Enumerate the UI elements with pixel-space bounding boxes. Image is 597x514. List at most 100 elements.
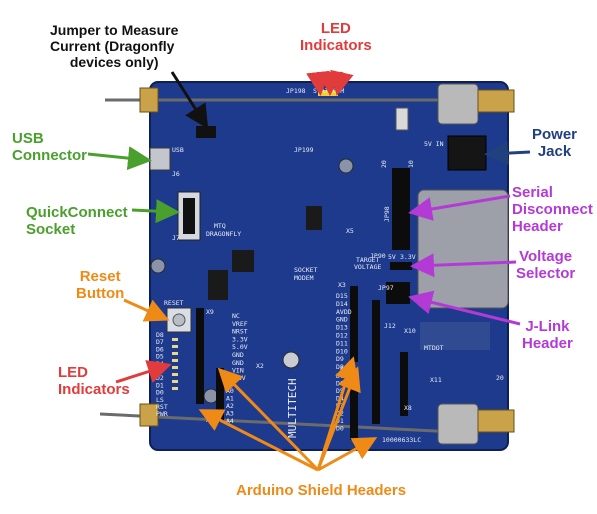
arrow-led-left bbox=[115, 360, 172, 384]
header-j12[interactable] bbox=[372, 300, 380, 424]
arrow-power bbox=[484, 141, 531, 166]
mtdot-module bbox=[417, 189, 509, 309]
silk-jp199: JP199 bbox=[294, 146, 314, 154]
silk-dragonfly: DRAGONFLY bbox=[206, 230, 241, 238]
pin-label: A3 bbox=[226, 410, 234, 418]
usb-connector[interactable] bbox=[149, 147, 171, 171]
silk-brand: MULTITECH bbox=[286, 378, 299, 438]
callout-serial-line: Header bbox=[512, 218, 563, 235]
silk-target: TARGET bbox=[356, 256, 380, 264]
pin-label: D3 bbox=[336, 402, 344, 410]
pin-label: D9 bbox=[336, 355, 344, 363]
pin-label: D1 bbox=[156, 381, 164, 389]
antenna-cable-top bbox=[105, 83, 515, 125]
pin-label: D13 bbox=[336, 324, 348, 332]
callout-serial-line: Serial bbox=[512, 184, 553, 201]
silk-x8: X8 bbox=[404, 404, 412, 412]
pin-label: LS bbox=[156, 396, 164, 404]
callout-quickconnect: QuickConnect Socket bbox=[26, 204, 128, 238]
silk-modem: MODEM bbox=[294, 274, 314, 282]
header-x11[interactable] bbox=[400, 352, 408, 416]
voltage-selector[interactable] bbox=[390, 262, 412, 270]
silk-j12: J12 bbox=[384, 322, 396, 330]
silk-20: 20 bbox=[380, 160, 388, 168]
callout-power-line: Jack bbox=[537, 143, 572, 160]
pin-label: D14 bbox=[336, 300, 348, 308]
silk-x9: X9 bbox=[206, 308, 214, 316]
silk-x10: X10 bbox=[404, 327, 416, 335]
pin-label: VREF bbox=[232, 320, 248, 328]
callout-serial-line: Disconnect bbox=[512, 201, 593, 218]
pin-label: D1 bbox=[336, 417, 344, 425]
callout-jlink-line: Header bbox=[522, 335, 573, 352]
silk-j7: J7 bbox=[172, 234, 180, 242]
pin-label: GND bbox=[232, 359, 244, 367]
ic-chip bbox=[232, 250, 254, 272]
ic-chip bbox=[306, 206, 322, 230]
pin-label: D7 bbox=[156, 338, 164, 346]
led-indicators-left bbox=[172, 338, 178, 390]
arduino-header-x3[interactable] bbox=[350, 286, 358, 362]
callout-led-top-line: Indicators bbox=[300, 37, 372, 54]
jumper-jp198[interactable] bbox=[196, 126, 216, 138]
jlink-header[interactable] bbox=[386, 282, 410, 304]
silk-5vin: 5V IN bbox=[424, 140, 444, 148]
silk-sel-33v: 3.3V bbox=[400, 253, 416, 261]
pin-label: D11 bbox=[336, 339, 348, 347]
silk-jp97: JP97 bbox=[378, 284, 394, 292]
serial-disconnect-header[interactable] bbox=[392, 168, 410, 250]
arrow-led-top-3 bbox=[330, 69, 354, 96]
pin-label: 3.3V bbox=[232, 335, 248, 343]
pin-label: A1 bbox=[226, 395, 234, 403]
pin-label: D15 bbox=[336, 292, 348, 300]
callout-usb-line: USB bbox=[12, 130, 44, 147]
silk-x2: X2 bbox=[256, 362, 264, 370]
antenna-cable-bottom bbox=[99, 403, 515, 445]
arrow-usb bbox=[87, 146, 152, 171]
silk-num20: 20 bbox=[496, 374, 504, 382]
silk-x11: X11 bbox=[430, 376, 442, 384]
arduino-header-x4[interactable] bbox=[350, 370, 358, 440]
callout-led-top: LED Indicators bbox=[300, 20, 372, 54]
callout-reset-line: Button bbox=[76, 285, 125, 302]
silk-10: 10 bbox=[407, 160, 415, 168]
callout-quickconnect-line: QuickConnect bbox=[26, 204, 128, 221]
pin-label: 5.0V bbox=[232, 343, 248, 351]
callout-jlink: J-Link Header bbox=[522, 318, 573, 352]
silk-partno: 10000633LC bbox=[382, 436, 421, 444]
arduino-header-x9[interactable] bbox=[196, 308, 204, 404]
x10-area bbox=[420, 322, 490, 350]
silk-mtdot: MTDOT bbox=[424, 344, 444, 352]
callout-led-left-line: Indicators bbox=[58, 381, 130, 398]
callout-jumper: Jumper to Measure Current (Dragonfly dev… bbox=[50, 22, 178, 70]
arrow-quickconnect bbox=[131, 199, 180, 224]
callout-led-left: LED Indicators bbox=[58, 364, 130, 398]
silk-jp198: JP198 bbox=[286, 87, 306, 95]
power-jack[interactable] bbox=[447, 135, 487, 171]
pin-label: GND bbox=[336, 316, 348, 324]
callout-voltage: Voltage Selector bbox=[516, 248, 575, 282]
pin-label: RST bbox=[156, 403, 168, 411]
pin-label: NRST bbox=[232, 328, 248, 336]
arrows-arduino bbox=[198, 356, 378, 472]
callout-arduino-line: Arduino Shield Headers bbox=[236, 482, 407, 499]
pin-label: D0 bbox=[156, 389, 164, 397]
silk-sel-5v: 5V bbox=[388, 253, 396, 261]
callout-voltage-line: Selector bbox=[516, 265, 576, 282]
silk-voltage: VOLTAGE bbox=[354, 263, 381, 271]
callout-quickconnect-line: Socket bbox=[26, 221, 76, 238]
pin-label: NC bbox=[232, 312, 240, 320]
pin-label: D8 bbox=[336, 363, 344, 371]
arduino-header-x7[interactable] bbox=[216, 368, 224, 422]
silk-usb: USB bbox=[172, 146, 184, 154]
callout-jumper-line: Jumper to Measure bbox=[50, 22, 179, 38]
callout-power-line: Power bbox=[532, 126, 578, 143]
pin-label: D10 bbox=[336, 347, 348, 355]
pin-label: A4 bbox=[226, 417, 234, 425]
silk-jp90: JP90 bbox=[370, 252, 386, 260]
callout-usb: USB Connector bbox=[12, 130, 87, 164]
arrow-reset bbox=[123, 298, 170, 322]
callout-reset-line: Reset bbox=[79, 268, 121, 285]
